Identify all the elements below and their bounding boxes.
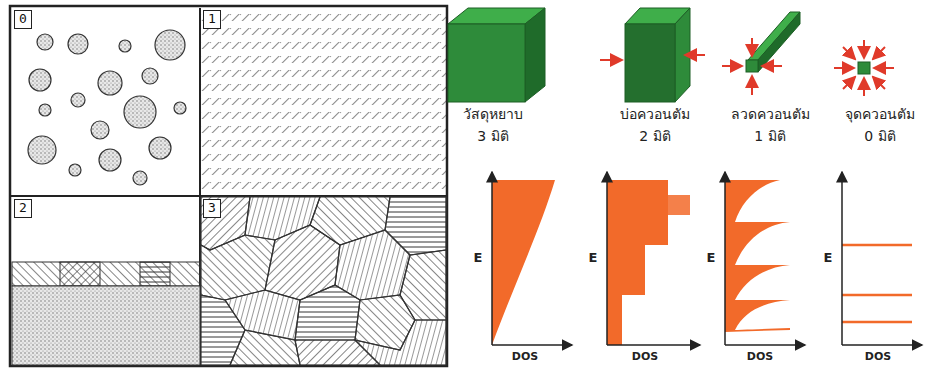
grains — [201, 197, 446, 365]
quantum-dot — [834, 40, 894, 96]
dos-1d — [725, 180, 790, 332]
axis-label: E — [707, 250, 716, 266]
caption: 0 มิติ — [864, 128, 895, 145]
quadrant-number-box: 2 — [14, 199, 32, 218]
axis-label: DOS — [512, 350, 538, 363]
caption: จุดควอนตัม — [845, 106, 915, 123]
axis-label: DOS — [747, 350, 773, 363]
axis-label: DOS — [865, 350, 891, 363]
quadrant-number: 1 — [208, 11, 216, 26]
caption: 3 มิติ — [477, 128, 508, 145]
nanoparticles — [28, 30, 186, 185]
quadrant-number-box: 3 — [203, 199, 221, 218]
caption: 1 มิติ — [754, 128, 785, 145]
quadrant-number-box: 1 — [203, 10, 221, 29]
quantum-wire — [722, 12, 800, 95]
caption: บ่อควอนตัม — [620, 106, 690, 123]
axis-label: E — [474, 250, 483, 266]
dos-0d — [842, 245, 912, 322]
quadrant-number: 2 — [19, 200, 27, 215]
axis-label: E — [589, 250, 598, 266]
axis-label: DOS — [632, 350, 658, 363]
caption: 2 มิติ — [639, 128, 670, 145]
dos-3d — [492, 180, 555, 345]
dos-2d — [607, 180, 690, 345]
quantum-well — [600, 8, 705, 102]
quadrant-number: 3 — [208, 200, 216, 215]
axis-label: E — [824, 250, 833, 266]
quadrant-number-box: 0 — [14, 10, 32, 29]
caption: ลวดควอนตัม — [731, 106, 810, 123]
graph-axes — [492, 172, 922, 345]
bulk-cube — [448, 8, 545, 102]
caption: วัสดุหยาบ — [463, 106, 523, 123]
quadrant-number: 0 — [19, 11, 27, 26]
multilayer — [200, 8, 446, 196]
